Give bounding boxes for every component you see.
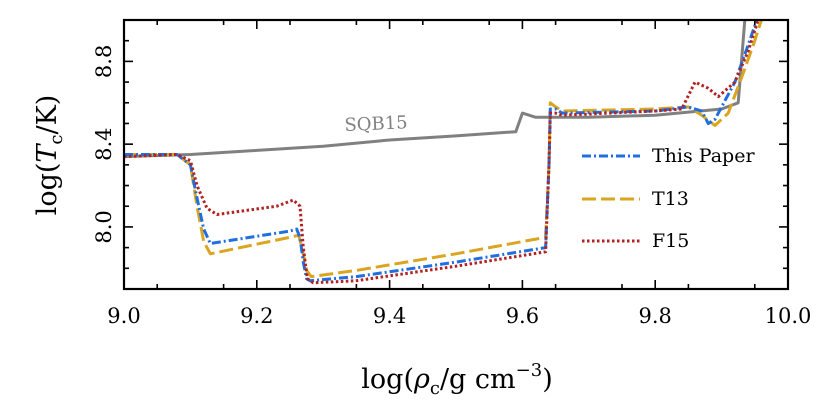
x-tick-label: 9.0 [107,304,140,328]
x-axis-label: log(ρc/g cm−3) [361,360,552,399]
y-axis-label: log(Tc/K) [32,95,67,216]
series-line-this-paper [124,20,759,283]
legend-label-this-paper: This Paper [652,145,755,167]
tick-labels: 9.0 9.2 9.4 9.6 9.8 10.0 8.0 8.4 8.8 [92,45,811,328]
y-tick-label: 8.8 [92,45,116,78]
annotation-sqb15: SQB15 [344,112,408,136]
x-tick-label: 10.0 [765,304,812,328]
x-tick-label: 9.8 [638,304,671,328]
series-lines [124,20,763,285]
axis-ticks [123,20,789,289]
y-tick-label: 8.0 [92,210,116,243]
y-tick-label: 8.4 [92,127,116,160]
series-line-f15 [124,20,760,285]
x-tick-label: 9.2 [240,304,273,328]
x-tick-label: 9.4 [373,304,406,328]
legend-label-f15: F15 [652,230,689,252]
legend-label-t13: T13 [652,188,689,210]
series-line-t13 [124,20,763,279]
x-tick-label: 9.6 [506,304,539,328]
legend: This Paper T13 F15 [582,145,755,252]
series-line-sqb15 [124,20,747,159]
plot-frame [122,18,790,291]
